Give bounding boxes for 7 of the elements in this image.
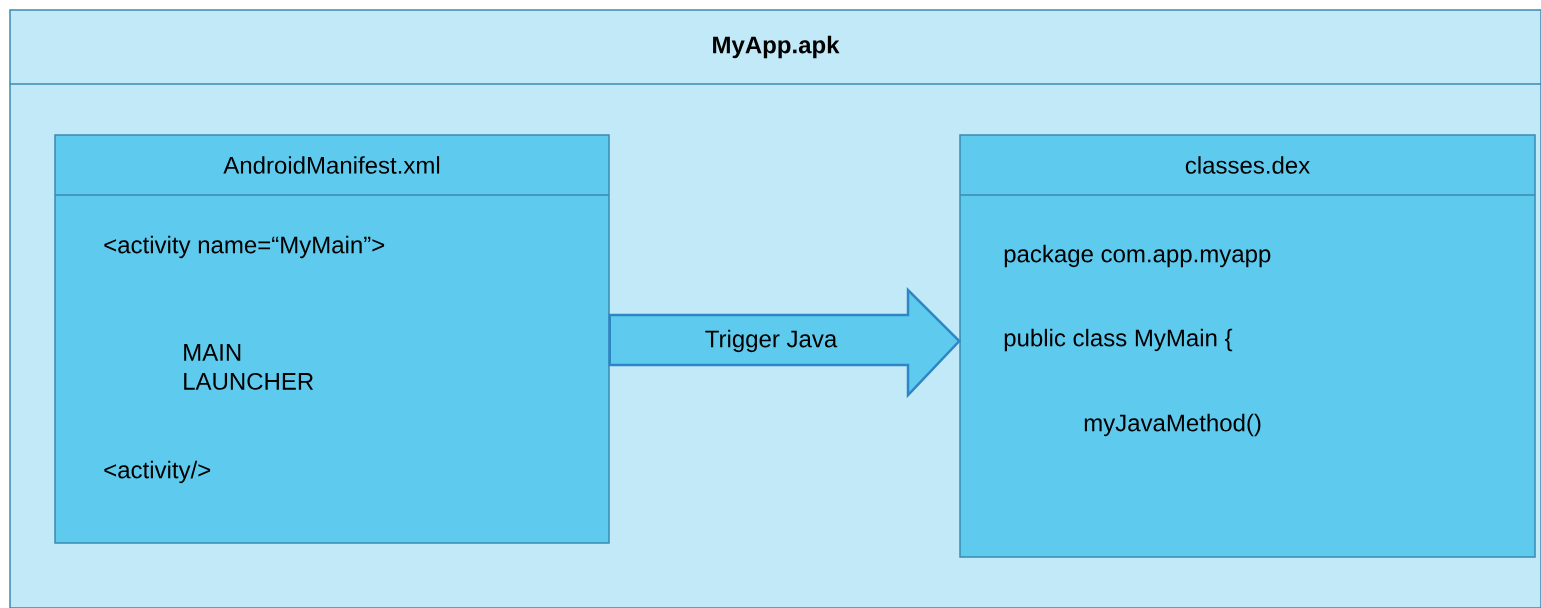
- code-text: myJavaMethod(): [1084, 413, 1261, 437]
- code-text: <activity/>: [104, 460, 211, 484]
- code-text: package com.app.myapp: [1004, 244, 1271, 268]
- code-text: public class MyMain {: [1004, 328, 1233, 352]
- edge-label: Trigger Java: [705, 329, 838, 353]
- code-text: <activity name=“MyMain”>: [104, 235, 385, 259]
- code-text: MAIN LAUNCHER: [184, 344, 314, 390]
